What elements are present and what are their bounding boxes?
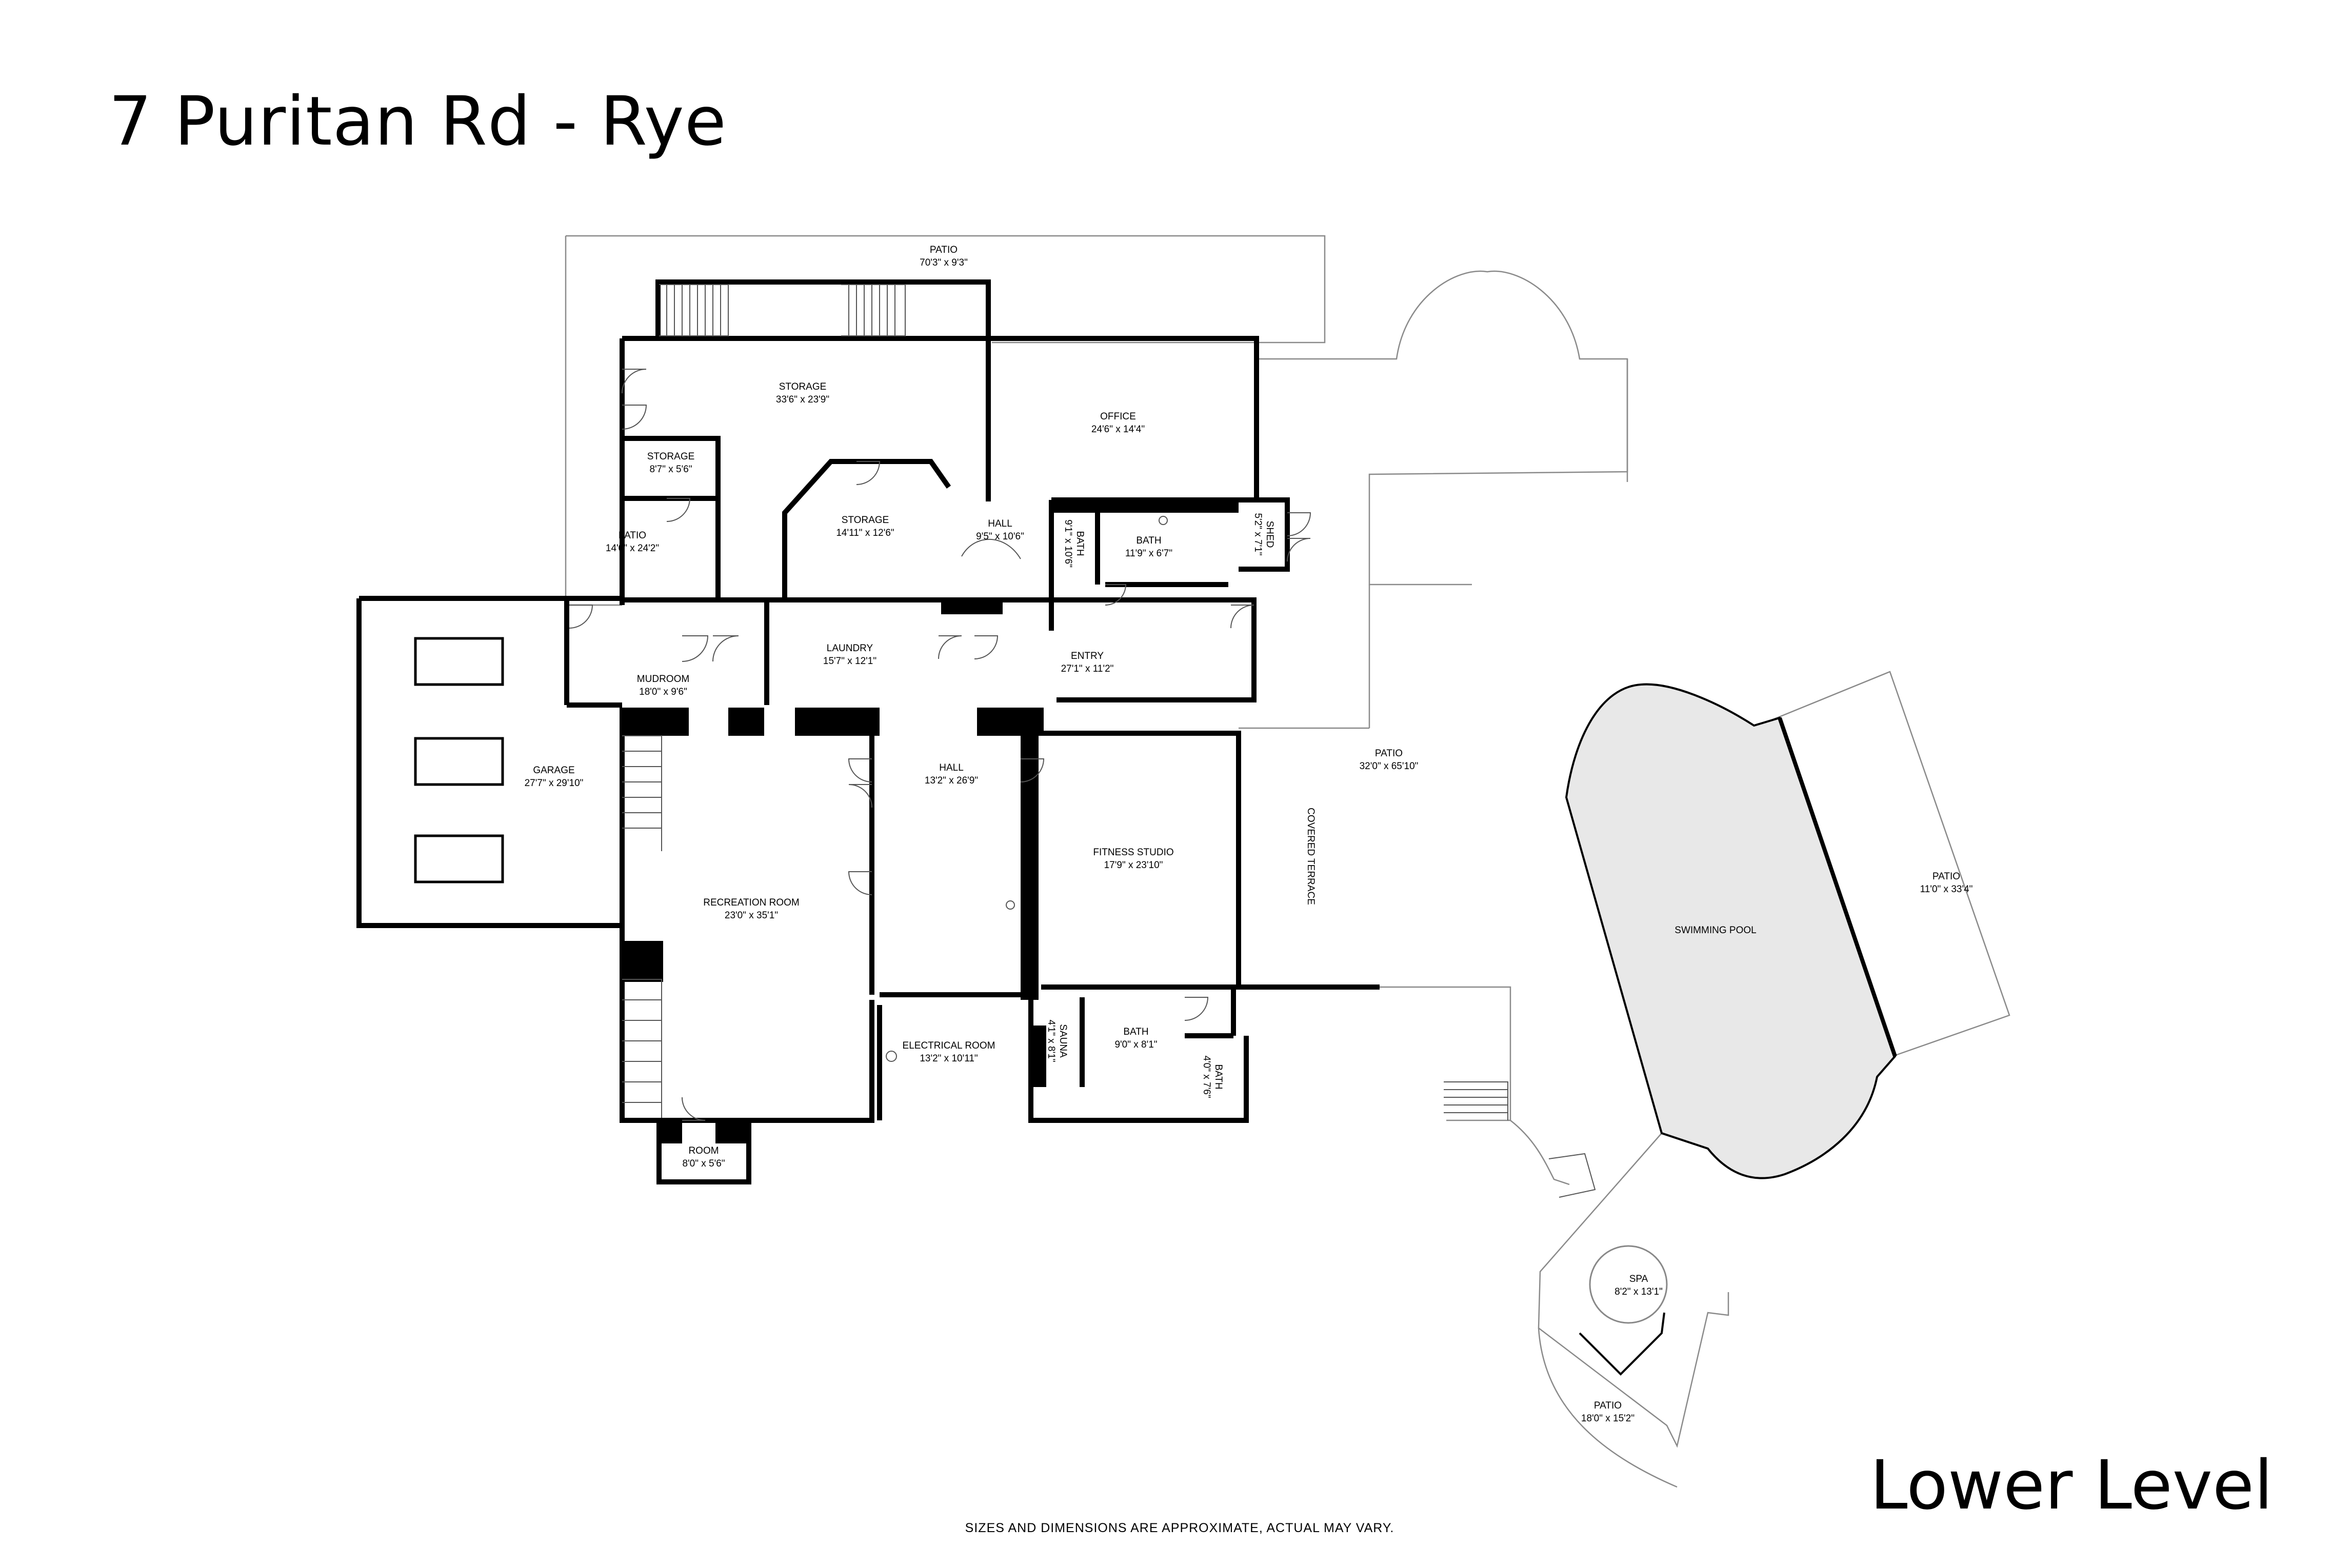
dims-hall-upper: 9'5" x 10'6" — [976, 531, 1024, 542]
dims-room: 8'0" x 5'6" — [682, 1158, 725, 1169]
stairs — [622, 284, 1596, 1198]
label-garage: GARAGE — [533, 765, 574, 776]
label-patio-pool: PATIO — [1932, 871, 1960, 882]
dims-shed: 5'2" x 7'1" — [1252, 513, 1263, 555]
dims-garage: 27'7" x 29'10" — [525, 778, 584, 789]
label-hall-upper: HALL — [988, 518, 1012, 529]
dims-bath-small: 4'0" x 7'6" — [1201, 1055, 1212, 1098]
dims-patio-top: 70'3" x 9'3" — [920, 257, 968, 268]
label-spa: SPA — [1629, 1274, 1648, 1284]
dims-sauna: 4'1" x 8'1" — [1046, 1019, 1057, 1062]
dims-bath-lower: 9'0" x 8'1" — [1114, 1039, 1157, 1050]
label-bath-lower: BATH — [1123, 1027, 1148, 1037]
label-hall-center: HALL — [939, 762, 964, 773]
dims-recreation: 23'0" x 35'1" — [725, 910, 778, 921]
label-bath-narrow: BATH — [1074, 531, 1085, 556]
spa-shape — [1579, 1245, 1668, 1376]
label-laundry: LAUNDRY — [827, 643, 873, 654]
label-room: ROOM — [688, 1145, 719, 1156]
room-labels: PATIO 70'3" x 9'3" STORAGE 33'6" x 23'9"… — [525, 245, 1973, 1424]
label-office: OFFICE — [1100, 411, 1136, 422]
label-sauna: SAUNA — [1058, 1024, 1068, 1058]
label-patio-left: PATIO — [619, 530, 646, 541]
dims-fitness: 17'9" x 23'10" — [1104, 860, 1163, 871]
dims-bath-narrow: 9'1" x 10'6" — [1063, 519, 1073, 568]
dims-patio-pool: 11'0" x 33'4" — [1920, 884, 1973, 895]
page-title: 7 Puritan Rd - Rye — [109, 82, 727, 161]
label-patio-top: PATIO — [930, 245, 958, 255]
dims-hall-center: 13'2" x 26'9" — [925, 775, 978, 786]
level-label: Lower Level — [1870, 1446, 2273, 1525]
dims-spa: 8'2" x 13'1" — [1614, 1286, 1663, 1297]
label-covered-terrace: COVERED TERRACE — [1305, 808, 1316, 905]
label-shed: SHED — [1264, 521, 1275, 548]
dims-office: 24'6" x 14'4" — [1091, 424, 1145, 435]
swimming-pool — [1565, 683, 1897, 1179]
label-bath-upper: BATH — [1136, 535, 1161, 546]
dims-bath-upper: 11'9" x 6'7" — [1125, 548, 1172, 559]
wall-blocks — [622, 500, 1239, 1143]
label-storage-small: STORAGE — [647, 451, 695, 462]
dims-storage-oct: 14'11" x 12'6" — [836, 528, 894, 538]
dims-entry: 27'1" x 11'2" — [1061, 664, 1114, 674]
dims-patio-spa: 18'0" x 15'2" — [1581, 1413, 1635, 1424]
disclaimer-note: SIZES AND DIMENSIONS ARE APPROXIMATE, AC… — [965, 1521, 1394, 1535]
dims-storage-small: 8'7" x 5'6" — [649, 464, 692, 475]
label-mudroom: MUDROOM — [637, 674, 689, 685]
label-patio-spa: PATIO — [1594, 1400, 1622, 1411]
label-storage-main: STORAGE — [779, 381, 827, 392]
dims-patio-right: 32'0" x 65'10" — [1360, 761, 1419, 772]
garage-cars — [414, 637, 504, 883]
label-bath-small: BATH — [1213, 1064, 1224, 1089]
label-electrical: ELECTRICAL ROOM — [903, 1040, 995, 1051]
dims-patio-left: 14'0" x 24'2" — [606, 543, 659, 554]
label-recreation: RECREATION ROOM — [703, 897, 800, 908]
label-storage-oct: STORAGE — [842, 515, 889, 526]
dims-mudroom: 18'0" x 9'6" — [639, 687, 687, 697]
dims-laundry: 15'7" x 12'1" — [823, 656, 876, 667]
dims-electrical: 13'2" x 10'11" — [920, 1053, 978, 1064]
label-entry: ENTRY — [1071, 651, 1104, 661]
dims-storage-main: 33'6" x 23'9" — [776, 394, 829, 405]
label-patio-right: PATIO — [1375, 748, 1403, 759]
label-swimming-pool: SWIMMING POOL — [1675, 925, 1756, 936]
doors — [569, 369, 1311, 1121]
label-fitness: FITNESS STUDIO — [1093, 847, 1173, 858]
